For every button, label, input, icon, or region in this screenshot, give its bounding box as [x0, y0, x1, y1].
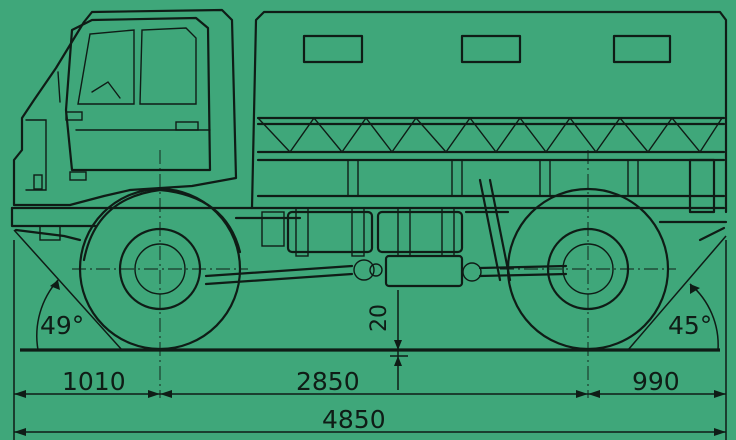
cab-door [64, 16, 212, 181]
chassis-frame [10, 206, 728, 247]
fuel-tanks [286, 207, 464, 257]
overall-length-label: 4850 [322, 405, 386, 434]
rear-wheel [500, 150, 676, 398]
length-dimension-lines [13, 240, 727, 440]
wheelbase-label: 2850 [296, 367, 360, 396]
rear-overhang-label: 990 [632, 367, 680, 396]
ground-clearance-label: 20 [367, 304, 392, 332]
front-overhang-label: 1010 [62, 367, 126, 396]
truck-cab [12, 8, 238, 207]
approach-angle-label: 49° [40, 311, 84, 340]
drivetrain [204, 178, 568, 288]
ground-clearance-dimension [390, 290, 408, 390]
departure-angle-label: 45° [668, 311, 712, 340]
cargo-box [250, 10, 728, 214]
departure-angle-indicator [627, 235, 727, 351]
approach-angle-indicator [13, 229, 123, 351]
